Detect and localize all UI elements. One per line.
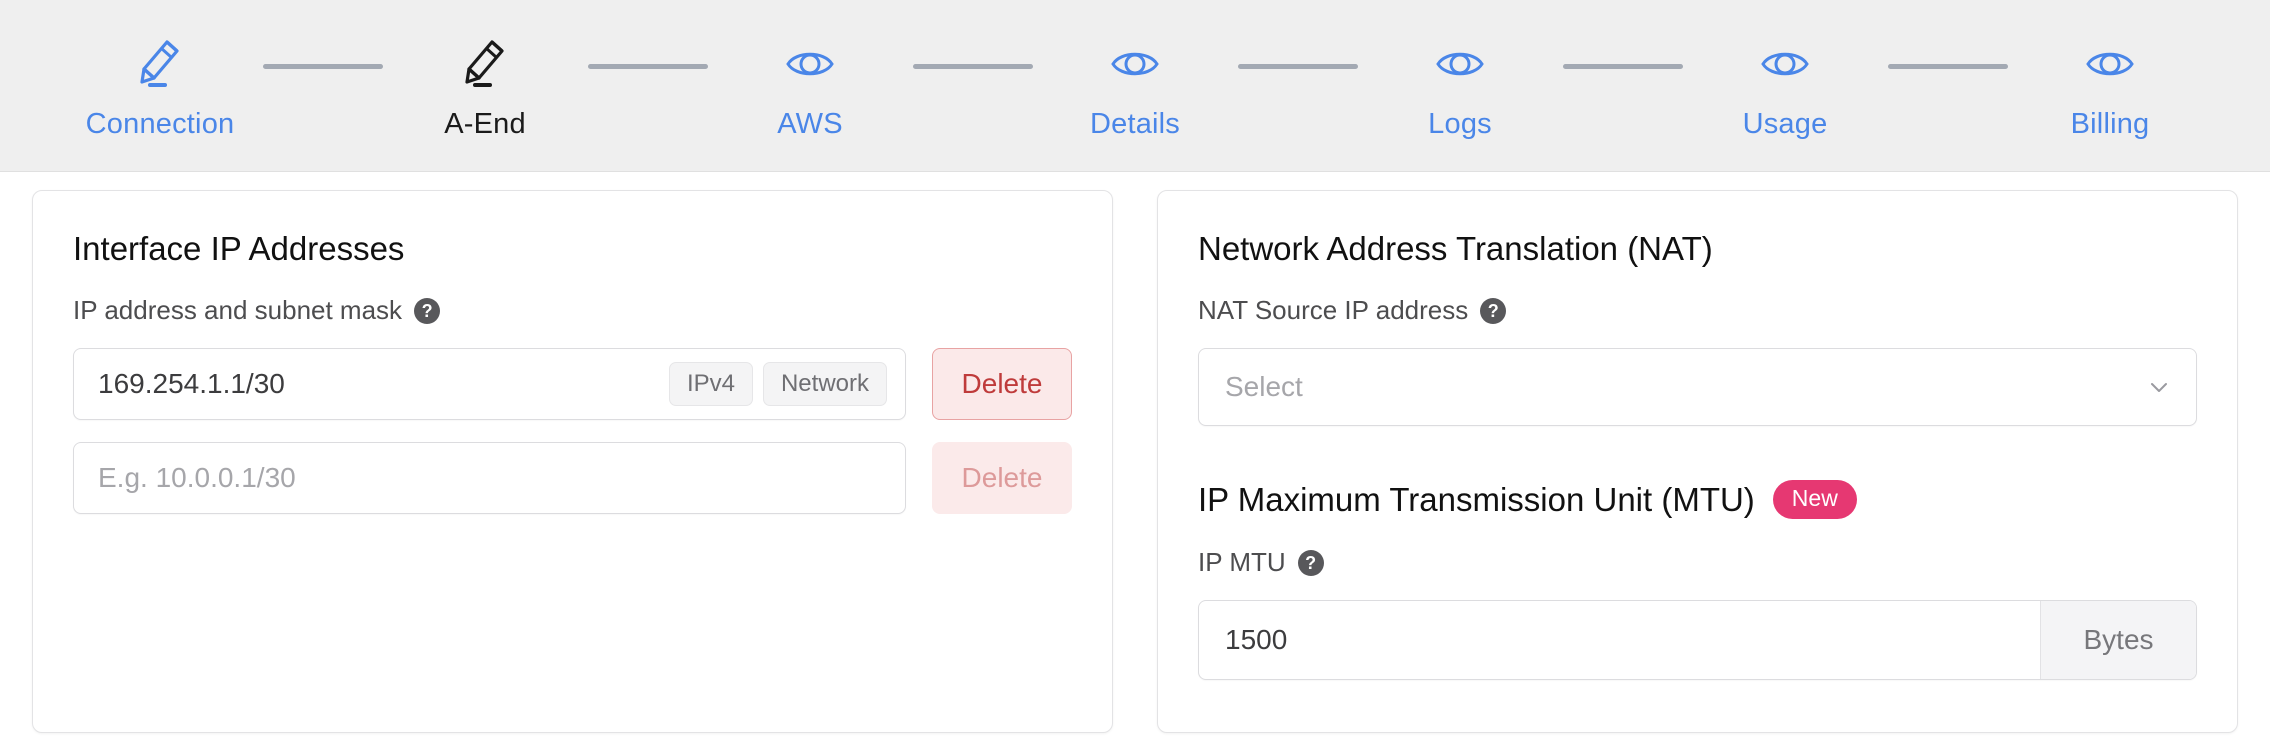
ip-address-row: 169.254.1.1/30 IPv4 Network Delete: [73, 348, 1072, 421]
step-connector-2: [587, 64, 708, 69]
eye-icon: [2084, 44, 2136, 89]
step-aws-label: AWS: [777, 108, 843, 140]
step-connection-label: Connection: [85, 108, 235, 140]
chevron-down-icon: [2148, 376, 2170, 398]
nat-title: Network Address Translation (NAT): [1198, 230, 1713, 267]
delete-ip-address-button-2[interactable]: Delete: [932, 442, 1072, 515]
step-usage-label: Usage: [1742, 108, 1828, 140]
step-connection[interactable]: Connection: [58, 38, 263, 141]
step-details[interactable]: Details: [1033, 38, 1238, 141]
ip-mtu-label-text: IP MTU: [1198, 547, 1286, 578]
step-aws-icon-row: [784, 38, 836, 94]
ip-address-input-2-placeholder: E.g. 10.0.0.1/30: [98, 462, 296, 494]
step-connector-5: [1562, 64, 1683, 69]
ip-address-input-1[interactable]: 169.254.1.1/30 IPv4 Network: [73, 348, 906, 421]
nat-source-ip-select-value: Select: [1225, 371, 1303, 403]
mtu-title: IP Maximum Transmission Unit (MTU): [1198, 480, 1755, 518]
nat-source-ip-select[interactable]: Select: [1198, 348, 2197, 427]
tag-network: Network: [762, 362, 887, 407]
eye-icon: [1434, 44, 1486, 89]
ip-mtu-input[interactable]: 1500: [1225, 624, 1288, 656]
delete-ip-address-button-1[interactable]: Delete: [932, 348, 1072, 421]
ip-mtu-unit-addon: Bytes: [2040, 601, 2196, 680]
eye-icon: [1759, 44, 1811, 89]
step-details-label: Details: [1089, 108, 1181, 140]
step-usage-icon-row: [1759, 38, 1811, 94]
step-connector-4: [1237, 64, 1358, 69]
step-billing[interactable]: Billing: [2008, 38, 2213, 141]
help-icon[interactable]: ?: [1297, 549, 1324, 576]
nat-and-mtu-card: Network Address Translation (NAT) NAT So…: [1157, 190, 2238, 733]
step-connector-6: [1887, 64, 2008, 69]
ip-address-input-2[interactable]: E.g. 10.0.0.1/30: [73, 442, 906, 515]
ip-subnet-mask-label: IP address and subnet mask ?: [73, 295, 1072, 326]
eye-icon: [784, 44, 836, 89]
nat-source-ip-label: NAT Source IP address ?: [1198, 295, 2197, 326]
step-billing-icon-row: [2084, 38, 2136, 94]
ip-mtu-label: IP MTU ?: [1198, 547, 2197, 578]
interface-ip-addresses-card: Interface IP Addresses IP address and su…: [32, 190, 1113, 733]
step-billing-label: Billing: [2070, 108, 2150, 140]
ip-address-row: E.g. 10.0.0.1/30 Delete: [73, 442, 1072, 515]
step-connector-3: [912, 64, 1033, 69]
step-usage[interactable]: Usage: [1683, 38, 1888, 141]
step-aws[interactable]: AWS: [708, 38, 913, 141]
new-badge: New: [1772, 480, 1857, 520]
eye-icon: [1109, 44, 1161, 89]
step-connection-icon-row: [137, 38, 183, 94]
ip-subnet-mask-label-text: IP address and subnet mask: [73, 295, 403, 326]
mtu-title-row: IP Maximum Transmission Unit (MTU) New: [1198, 480, 2197, 520]
pencil-icon: [137, 38, 183, 95]
wizard-stepper-bar: Connection A-End: [0, 0, 2270, 172]
step-details-icon-row: [1109, 38, 1161, 94]
help-icon[interactable]: ?: [414, 297, 441, 324]
wizard-content: Interface IP Addresses IP address and su…: [0, 172, 2270, 733]
interface-ip-addresses-title: Interface IP Addresses: [73, 230, 405, 267]
wizard-stepper: Connection A-End: [58, 30, 2213, 141]
tag-ipv4: IPv4: [668, 362, 753, 407]
step-logs-label: Logs: [1428, 108, 1492, 140]
step-logs-icon-row: [1434, 38, 1486, 94]
step-a-end-label: A-End: [444, 108, 526, 140]
pencil-icon: [462, 38, 508, 95]
step-connector-1: [262, 64, 383, 69]
step-a-end[interactable]: A-End: [383, 38, 588, 141]
help-icon[interactable]: ?: [1480, 297, 1507, 324]
ip-mtu-input-group: 1500 Bytes: [1198, 600, 2197, 681]
ip-address-input-1-value: 169.254.1.1/30: [98, 368, 285, 400]
nat-source-ip-label-text: NAT Source IP address: [1198, 295, 1469, 326]
step-logs[interactable]: Logs: [1358, 38, 1563, 141]
step-a-end-icon-row: [462, 38, 508, 94]
